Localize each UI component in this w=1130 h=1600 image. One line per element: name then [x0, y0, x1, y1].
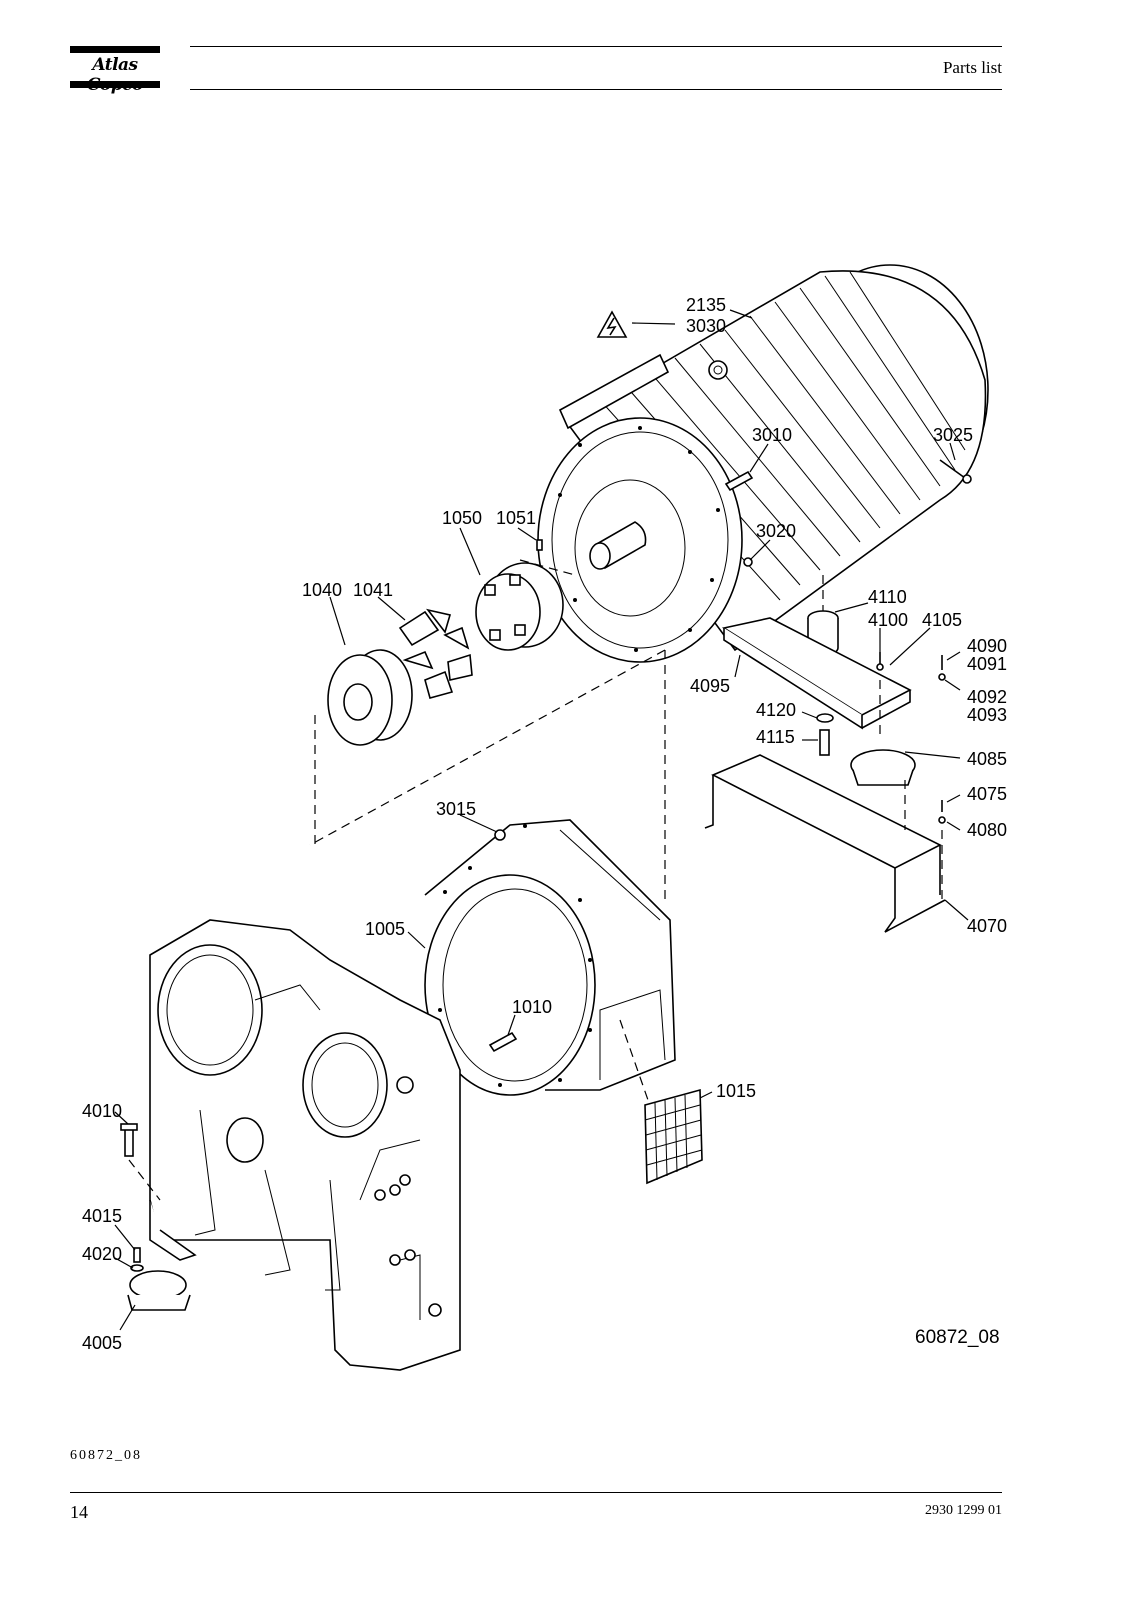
callout-3030: 3030 [686, 316, 726, 336]
motor-hardware [536, 459, 972, 567]
callout-3025: 3025 [933, 425, 973, 445]
callout-1015: 1015 [716, 1081, 756, 1101]
callout-4015: 4015 [82, 1206, 122, 1226]
callout-4070: 4070 [967, 916, 1007, 936]
callout-3015: 3015 [436, 799, 476, 819]
callout-1050: 1050 [442, 508, 482, 528]
callout-1005: 1005 [365, 919, 405, 939]
callout-3010: 3010 [752, 425, 792, 445]
callout-4005: 4005 [82, 1333, 122, 1353]
callout-1041: 1041 [353, 580, 393, 600]
warning-triangle-icon [596, 310, 628, 338]
motor [537, 264, 989, 663]
gearbox-hardware [120, 1123, 191, 1311]
callout-4080: 4080 [967, 820, 1007, 840]
callout-4092: 4092 [967, 687, 1007, 707]
callout-4020: 4020 [82, 1244, 122, 1264]
callout-labels: 2135 3030 3010 3025 3020 1050 1051 1040 … [82, 295, 1007, 1353]
header-rule-top [190, 46, 1002, 47]
footer-figure-code: 60872_08 [70, 1448, 142, 1463]
callout-2135: 2135 [686, 295, 726, 315]
bell-housing [424, 819, 703, 1185]
callout-4095: 4095 [690, 676, 730, 696]
callout-1051: 1051 [496, 508, 536, 528]
assembly-lines [309, 559, 666, 900]
callout-4110: 4110 [868, 587, 907, 607]
callout-1010: 1010 [512, 997, 552, 1017]
callout-1040: 1040 [302, 580, 342, 600]
callout-4085: 4085 [967, 749, 1007, 769]
atlas-copco-logo: Atlas Copco [70, 46, 160, 95]
callout-4090: 4090 [967, 636, 1007, 656]
coupling [327, 562, 564, 746]
header-rule-bottom [190, 89, 1002, 90]
callout-4093: 4093 [967, 705, 1007, 725]
callout-4075: 4075 [967, 784, 1007, 804]
callout-4120: 4120 [756, 700, 796, 720]
gearbox-housing [149, 919, 461, 1371]
section-title: Parts list [942, 58, 1002, 77]
logo-bar-top [70, 46, 160, 53]
callout-4091: 4091 [967, 654, 1007, 674]
callout-4115: 4115 [756, 727, 795, 747]
logo-bar-bottom [70, 81, 160, 88]
callout-3020: 3020 [756, 521, 796, 541]
footer-rule [70, 1492, 1002, 1493]
callout-4010: 4010 [82, 1101, 122, 1121]
leader-lines [114, 309, 969, 1331]
callout-4105: 4105 [922, 610, 962, 630]
motor-support [704, 610, 946, 933]
figure-code: 60872_08 [915, 1327, 1000, 1348]
callout-4100: 4100 [868, 610, 908, 630]
page-number: 14 [70, 1502, 88, 1522]
document-number: 2930 1299 01 [925, 1503, 1002, 1518]
